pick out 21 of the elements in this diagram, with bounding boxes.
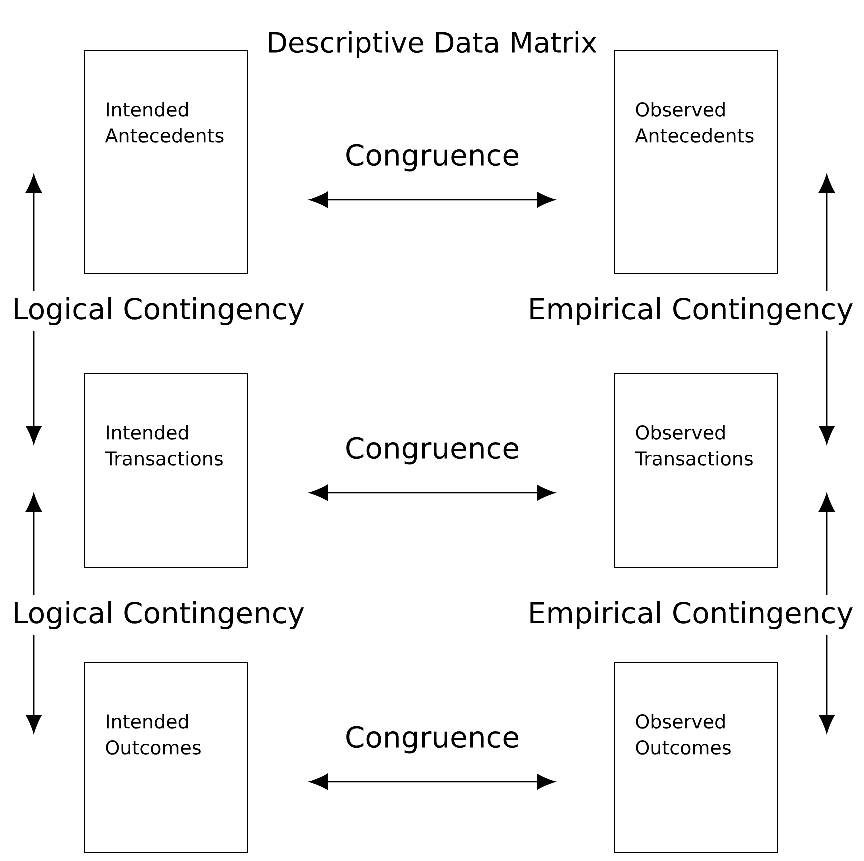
edge-label: Congruence xyxy=(346,437,519,465)
process-box: Observed Transactions xyxy=(614,372,778,568)
double-arrow xyxy=(310,774,556,790)
process-box: Observed Outcomes xyxy=(614,662,778,854)
double-arrow xyxy=(26,174,42,444)
double-arrow xyxy=(310,485,556,501)
double-arrow xyxy=(26,494,42,734)
process-box: Observed Antecedents xyxy=(614,50,778,274)
edge-label: Congruence xyxy=(346,144,519,172)
double-arrow xyxy=(310,192,556,208)
edge-label: Empirical Contingency xyxy=(522,595,860,636)
process-box: Intended Transactions xyxy=(84,372,248,568)
edge-label: Logical Contingency xyxy=(6,595,311,636)
edge-label: Empirical Contingency xyxy=(522,291,860,332)
double-arrow xyxy=(819,174,835,444)
title: Descriptive Data Matrix xyxy=(269,31,597,59)
edge-label: Congruence xyxy=(346,726,519,754)
edge-label: Logical Contingency xyxy=(6,291,311,332)
process-box: Intended Antecedents xyxy=(84,50,248,274)
process-box: Intended Outcomes xyxy=(84,662,248,854)
double-arrow xyxy=(819,494,835,734)
